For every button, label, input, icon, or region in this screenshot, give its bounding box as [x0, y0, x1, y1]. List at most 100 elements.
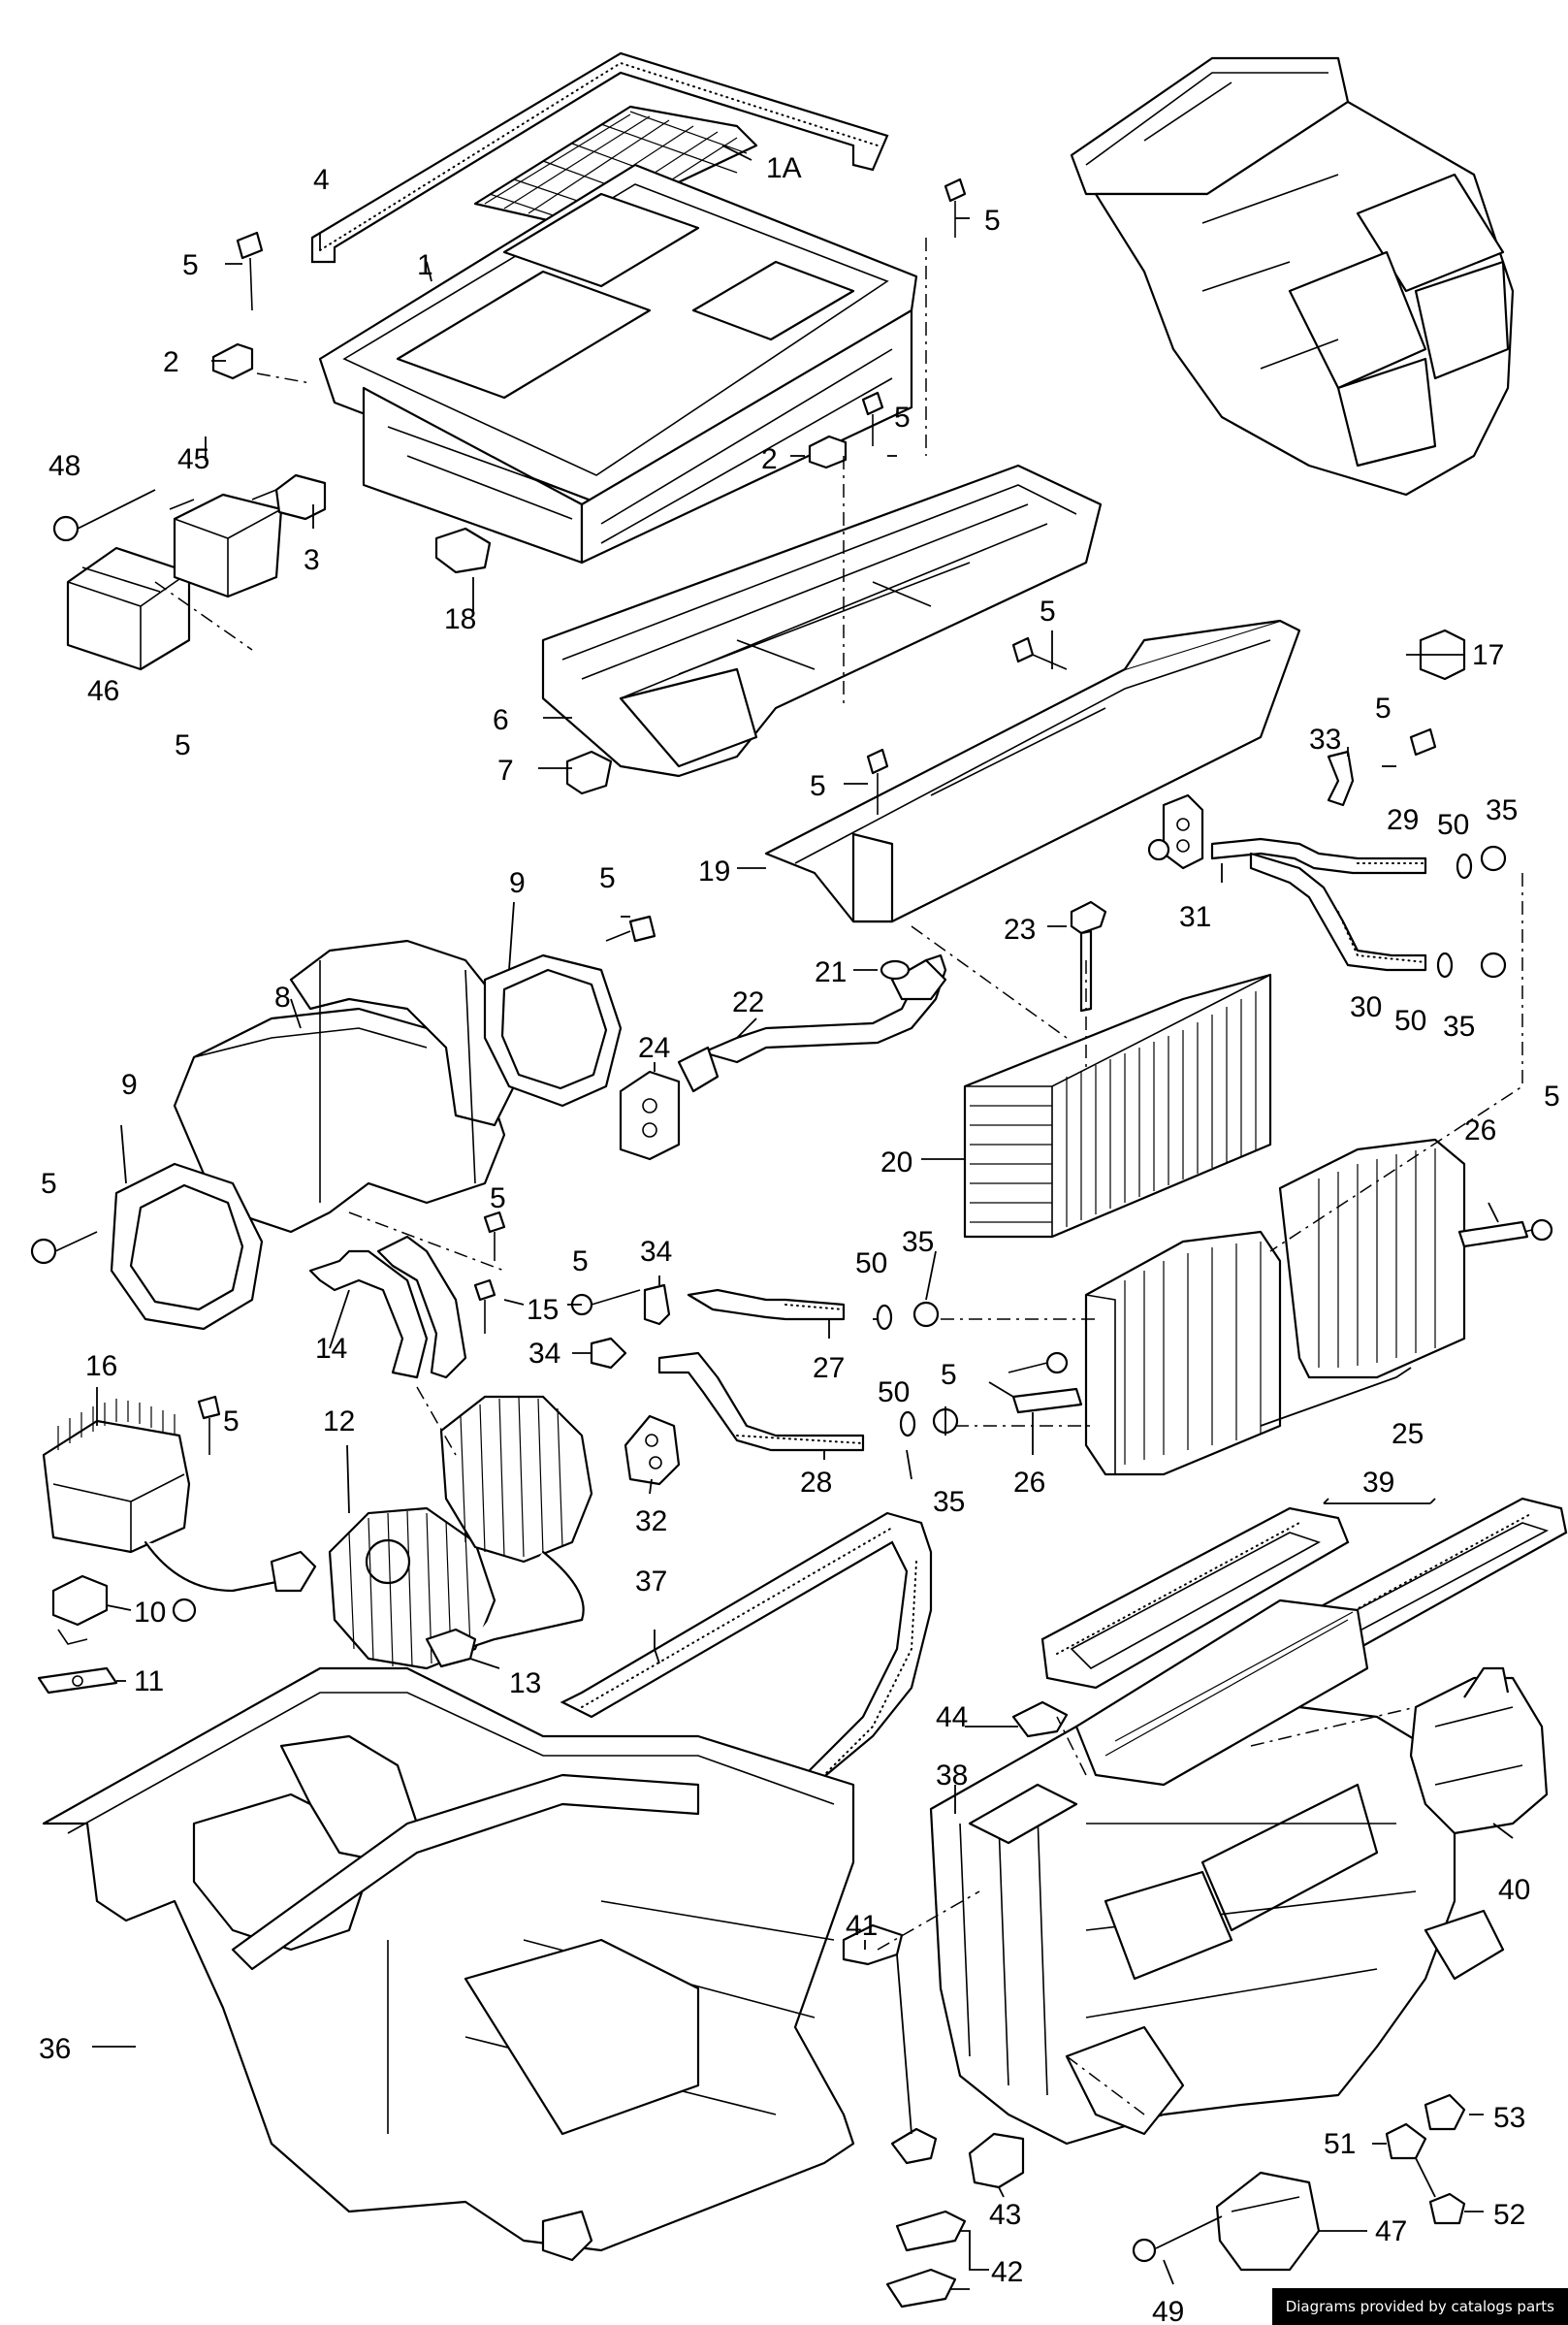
- seal-24: [619, 1070, 681, 1161]
- gasket-39-left: [1040, 1506, 1350, 1690]
- upper-housing-1: [318, 163, 918, 565]
- strap-26-lower: [1011, 1387, 1083, 1414]
- callout-5-j: 5: [41, 1168, 57, 1200]
- callout-40: 40: [1498, 1874, 1530, 1906]
- callout-14: 14: [315, 1333, 347, 1365]
- strap-26-right: [1457, 1220, 1529, 1248]
- callout-5-n: 5: [223, 1405, 240, 1437]
- callout-52: 52: [1493, 2199, 1525, 2231]
- resistor-46: [66, 546, 191, 671]
- callout-5-l: 5: [572, 1245, 589, 1277]
- callout-5-b: 5: [984, 205, 1001, 237]
- screw-7: [565, 750, 613, 795]
- callout-46: 46: [87, 675, 119, 707]
- callout-5-f: 5: [810, 770, 826, 802]
- callout-3: 3: [304, 544, 320, 576]
- core-25-rear: [1278, 1138, 1466, 1379]
- plate-11: [37, 1666, 118, 1695]
- pipe-30: [1249, 852, 1427, 972]
- callout-42: 42: [991, 2256, 1023, 2288]
- ring-9-right: [483, 953, 623, 1108]
- bracket-14: [308, 1235, 467, 1379]
- clamps-and-washers: [590, 750, 1507, 1437]
- clip-2-left: [211, 342, 254, 380]
- callout-5-k: 5: [490, 1182, 506, 1214]
- callout-27: 27: [813, 1352, 845, 1384]
- actuator-40: [1409, 1666, 1549, 1835]
- callout-2-right: 2: [761, 443, 778, 475]
- assembly-centre-lines: [154, 238, 1523, 2115]
- clip-44: [1011, 1700, 1069, 1738]
- heater-core-20: [963, 973, 1272, 1239]
- callout-33: 33: [1309, 724, 1341, 756]
- callout-24: 24: [638, 1032, 670, 1064]
- resistor-pack-16: [42, 1399, 191, 1554]
- callout-16: 16: [85, 1350, 117, 1382]
- pipe-22: [677, 953, 947, 1093]
- fasteners-51-53: [1385, 2093, 1466, 2225]
- callout-35-d: 35: [933, 1486, 965, 1518]
- callout-5-i: 5: [1544, 1081, 1560, 1113]
- callout-26-a: 26: [1464, 1114, 1496, 1146]
- callout-2-left: 2: [163, 346, 179, 378]
- callout-25: 25: [1392, 1418, 1424, 1450]
- bolt-23: [1070, 900, 1107, 1013]
- callout-15: 15: [527, 1294, 559, 1326]
- core-25-front: [1084, 1230, 1282, 1476]
- clip-10: [51, 1574, 109, 1645]
- callout-36: 36: [39, 2033, 71, 2065]
- callout-45: 45: [177, 443, 209, 475]
- callout-34-b: 34: [528, 1338, 560, 1370]
- callout-8: 8: [274, 982, 291, 1014]
- callout-35-a: 35: [1486, 794, 1518, 826]
- bulb-3: [274, 473, 327, 521]
- callout-10: 10: [134, 1597, 166, 1629]
- callout-50-c: 50: [855, 1247, 887, 1279]
- ring-9-left: [110, 1162, 264, 1331]
- clip-2-right: [808, 435, 848, 469]
- callout-12: 12: [323, 1405, 355, 1437]
- callout-50-b: 50: [1394, 1005, 1426, 1037]
- pipe-27: [687, 1288, 846, 1321]
- callout-22: 22: [732, 986, 764, 1018]
- callout-47: 47: [1375, 2215, 1407, 2247]
- oring-21: [880, 959, 911, 981]
- callout-9-right: 9: [509, 867, 526, 899]
- plenum-19: [764, 619, 1301, 923]
- callout-38: 38: [936, 1760, 968, 1792]
- callout-35-c: 35: [902, 1226, 934, 1258]
- callout-50-d: 50: [878, 1376, 910, 1408]
- callout-5-g: 5: [1375, 693, 1392, 725]
- callout-labels: 4 1A 1 5 5 2 48 45 3 18 2 5 46 5 5 17 6 …: [39, 152, 1560, 2325]
- callout-20: 20: [880, 1146, 912, 1179]
- callout-21: 21: [815, 956, 847, 988]
- screw-49: [1132, 2215, 1223, 2263]
- callout-18: 18: [444, 603, 476, 635]
- evaporator-housing-38: [929, 1598, 1505, 2146]
- callout-34-a: 34: [640, 1236, 672, 1268]
- cable-16: [144, 1541, 317, 1593]
- callout-26-b: 26: [1013, 1467, 1045, 1499]
- callout-5-d: 5: [175, 729, 191, 761]
- callout-28: 28: [800, 1467, 832, 1499]
- levers-42: [885, 2210, 967, 2309]
- screws-5: [30, 178, 1553, 1623]
- upper-duct-6: [541, 464, 1103, 778]
- leader-lines: [92, 145, 1514, 2290]
- callout-19: 19: [698, 856, 730, 888]
- callout-29: 29: [1387, 804, 1419, 836]
- callout-5-c: 5: [894, 402, 911, 434]
- callout-37: 37: [635, 1566, 667, 1598]
- gasket-4: [310, 51, 889, 264]
- callout-1: 1: [417, 249, 433, 281]
- callout-32: 32: [635, 1505, 667, 1537]
- callout-1a: 1A: [766, 152, 802, 184]
- callout-53: 53: [1493, 2102, 1525, 2134]
- callout-7: 7: [497, 755, 514, 787]
- callout-44: 44: [936, 1701, 968, 1733]
- callout-17: 17: [1472, 639, 1504, 671]
- blower-assembly-top-right: [1070, 56, 1515, 497]
- callout-5-h: 5: [599, 862, 616, 894]
- wire-13: [425, 1551, 585, 1668]
